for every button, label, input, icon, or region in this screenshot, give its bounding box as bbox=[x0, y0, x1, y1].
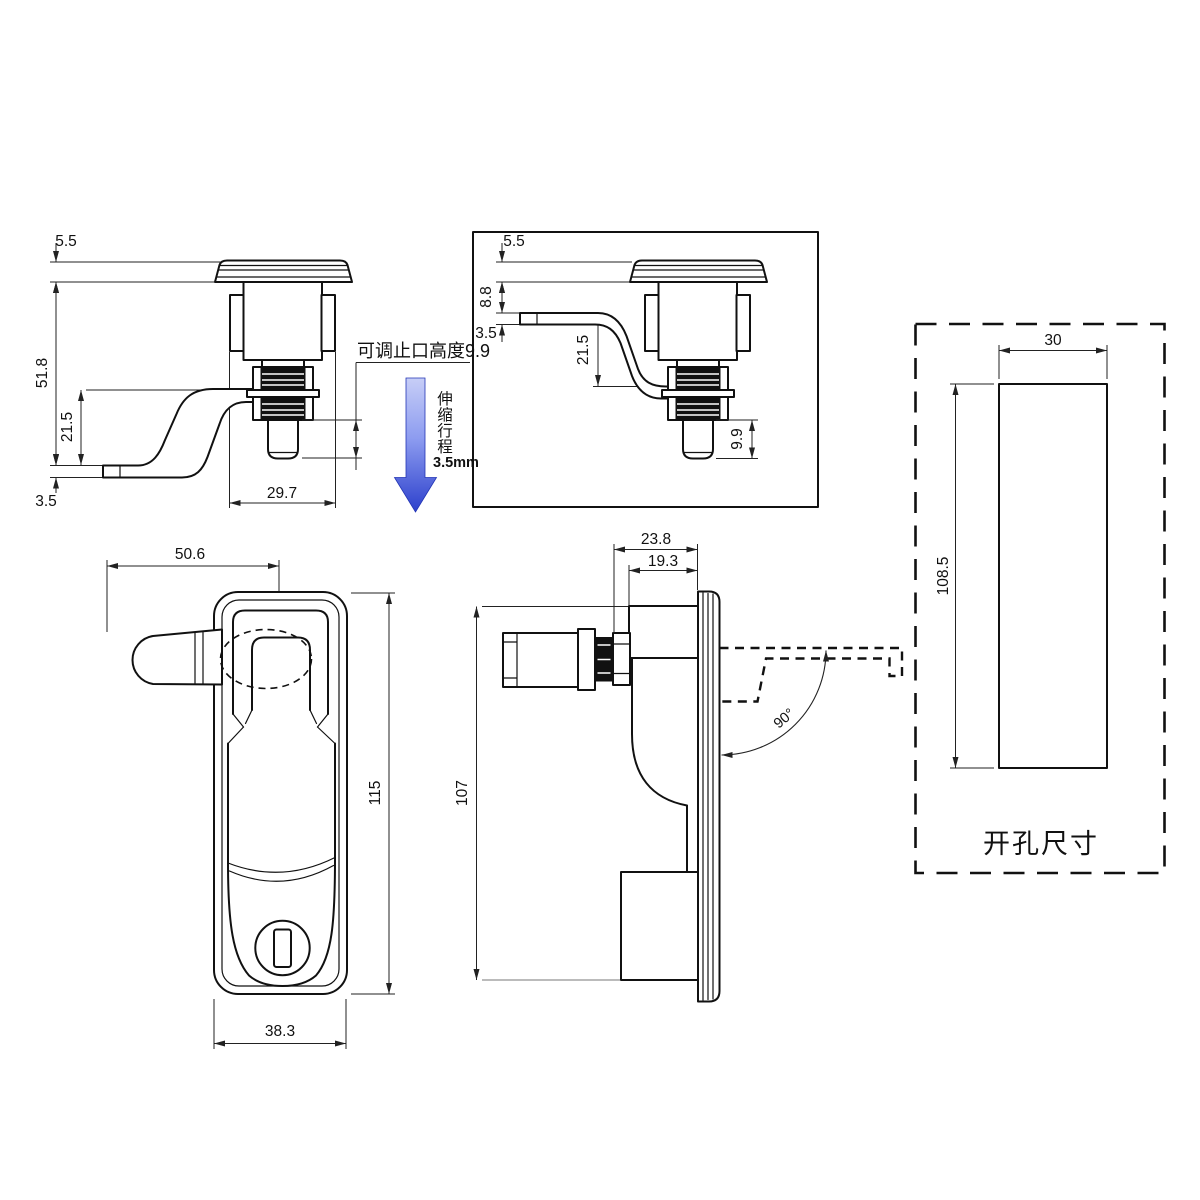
cylinder-body bbox=[502, 632, 579, 688]
dim-body-depth-label: 19.3 bbox=[648, 553, 678, 570]
dim-head-height-label: 8.8 bbox=[478, 286, 495, 308]
dim-overall-height-label: 51.8 bbox=[34, 358, 51, 388]
latch-head-instance bbox=[629, 259, 768, 460]
dim-arm-offset-label: 21.5 bbox=[59, 412, 76, 442]
stroke-value-label: 3.5mm bbox=[433, 455, 479, 471]
stroke-char: 行 bbox=[437, 422, 453, 440]
recess-outer-frame bbox=[232, 609, 329, 715]
dim-handle-reach-label: 50.6 bbox=[175, 546, 205, 563]
hex-nut-side bbox=[612, 632, 631, 686]
dim-hole-height-label: 108.5 bbox=[935, 557, 952, 596]
plate-inner-lines bbox=[702, 592, 714, 1001]
lock-housing-block bbox=[628, 605, 699, 659]
mounting-plate bbox=[697, 590, 721, 1003]
cylinder-collar bbox=[577, 628, 596, 691]
dim-side-height-label: 107 bbox=[454, 780, 471, 806]
cylinder-end-lines bbox=[502, 632, 518, 688]
handle-outline bbox=[131, 628, 223, 686]
latch-arm-closed bbox=[102, 388, 259, 479]
shield-sides bbox=[227, 742, 336, 864]
thread-marks bbox=[597, 644, 611, 674]
view-top-right-open: 5.5 8.8 3.5 21.5 9.9 bbox=[472, 231, 819, 508]
lower-housing-block bbox=[620, 871, 699, 981]
key-slot bbox=[273, 928, 292, 968]
cutout-caption: 开孔尺寸 bbox=[983, 829, 1099, 859]
ext-line bbox=[496, 261, 632, 283]
ext-line bbox=[302, 419, 362, 459]
rotation-arc bbox=[721, 650, 829, 758]
hidden-pivot-ellipse bbox=[219, 628, 313, 690]
view-top-left-closed: 5.5 51.8 21.5 3.5 29.7 可调止口高度9.9 bbox=[34, 233, 490, 510]
cutout-panel-border bbox=[914, 322, 1166, 875]
dim-arm-thickness-label: 3.5 bbox=[475, 325, 497, 342]
ext-line bbox=[496, 312, 520, 325]
shield-lower-outline bbox=[227, 858, 336, 987]
hex-nut-side-lines bbox=[612, 643, 631, 675]
ext-line bbox=[950, 383, 994, 769]
recess-inner-frame bbox=[251, 636, 311, 711]
stroke-char: 缩 bbox=[437, 406, 453, 424]
dim-stop-height-label: 9.9 bbox=[729, 428, 746, 450]
shield-shoulders bbox=[227, 726, 336, 745]
stroke-arrow bbox=[393, 377, 438, 513]
dim-cap-height-label: 5.5 bbox=[55, 233, 77, 250]
view-side: 90° 23.8 19.3 107 bbox=[454, 531, 904, 1003]
dim-total-depth-label: 23.8 bbox=[641, 531, 671, 548]
dim-body-width-label: 38.3 bbox=[265, 1023, 295, 1040]
recess-inner-cuts bbox=[244, 709, 318, 725]
latch-head-instance bbox=[214, 259, 353, 460]
dim-open-angle-label: 90° bbox=[771, 706, 798, 732]
detail-box-border bbox=[472, 231, 819, 508]
front-body-outer bbox=[213, 591, 348, 995]
body-profile bbox=[631, 657, 688, 873]
stroke-char: 程 bbox=[437, 438, 453, 456]
recess-outer-cuts bbox=[232, 713, 329, 728]
dim-cap-height-label: 5.5 bbox=[503, 233, 525, 250]
open-arm-hidden-outline bbox=[719, 646, 904, 703]
adjust-note-label: 可调止口高度9.9 bbox=[357, 341, 490, 361]
cutout-hole-rect bbox=[998, 383, 1108, 769]
ext-line bbox=[50, 465, 103, 478]
dim-arm-offset-label: 21.5 bbox=[575, 335, 592, 365]
handle-collar-lines bbox=[194, 631, 204, 684]
view-front: 50.6 115 38.3 bbox=[106, 546, 395, 1049]
shield-belt-arcs bbox=[227, 856, 336, 882]
dim-body-height-label: 115 bbox=[367, 781, 384, 806]
dim-body-width-label: 29.7 bbox=[267, 485, 297, 502]
ext-line bbox=[613, 544, 698, 633]
stroke-char: 伸 bbox=[437, 390, 453, 408]
view-cutout-panel: 30 108.5 开孔尺寸 bbox=[914, 322, 1166, 875]
dim-hole-width-label: 30 bbox=[1044, 332, 1062, 349]
stroke-annotation: 伸 缩 行 程 3.5mm bbox=[393, 377, 479, 513]
ext-line bbox=[229, 352, 336, 508]
dim-arm-thickness-label: 3.5 bbox=[35, 493, 57, 510]
